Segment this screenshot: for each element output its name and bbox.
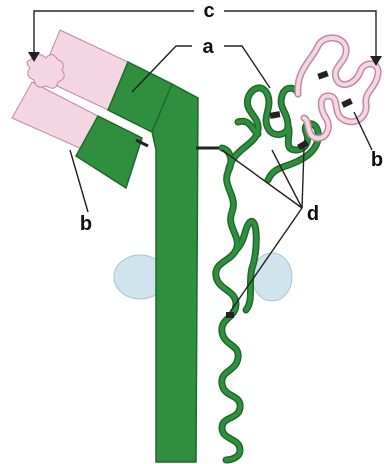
carbohydrate-right: [252, 253, 292, 301]
disulfide-bar-2: [341, 98, 353, 108]
label-b-left: b: [80, 213, 92, 235]
disulfide-bar-5: [226, 312, 234, 318]
label-c: c: [203, 0, 214, 22]
disulfide-bar-1: [317, 70, 328, 79]
heavy-chain-trunk-shape: [152, 84, 198, 462]
label-a-leader-right: [224, 46, 270, 88]
right-light-chain-ribbon: [298, 38, 378, 138]
label-a: a: [202, 36, 214, 58]
disulfide-bar-3: [270, 111, 281, 119]
heavy-chain-trunk: [152, 84, 198, 462]
label-b-right-group: b: [354, 112, 383, 171]
label-d: d: [307, 203, 319, 225]
label-b-right: b: [371, 149, 383, 171]
